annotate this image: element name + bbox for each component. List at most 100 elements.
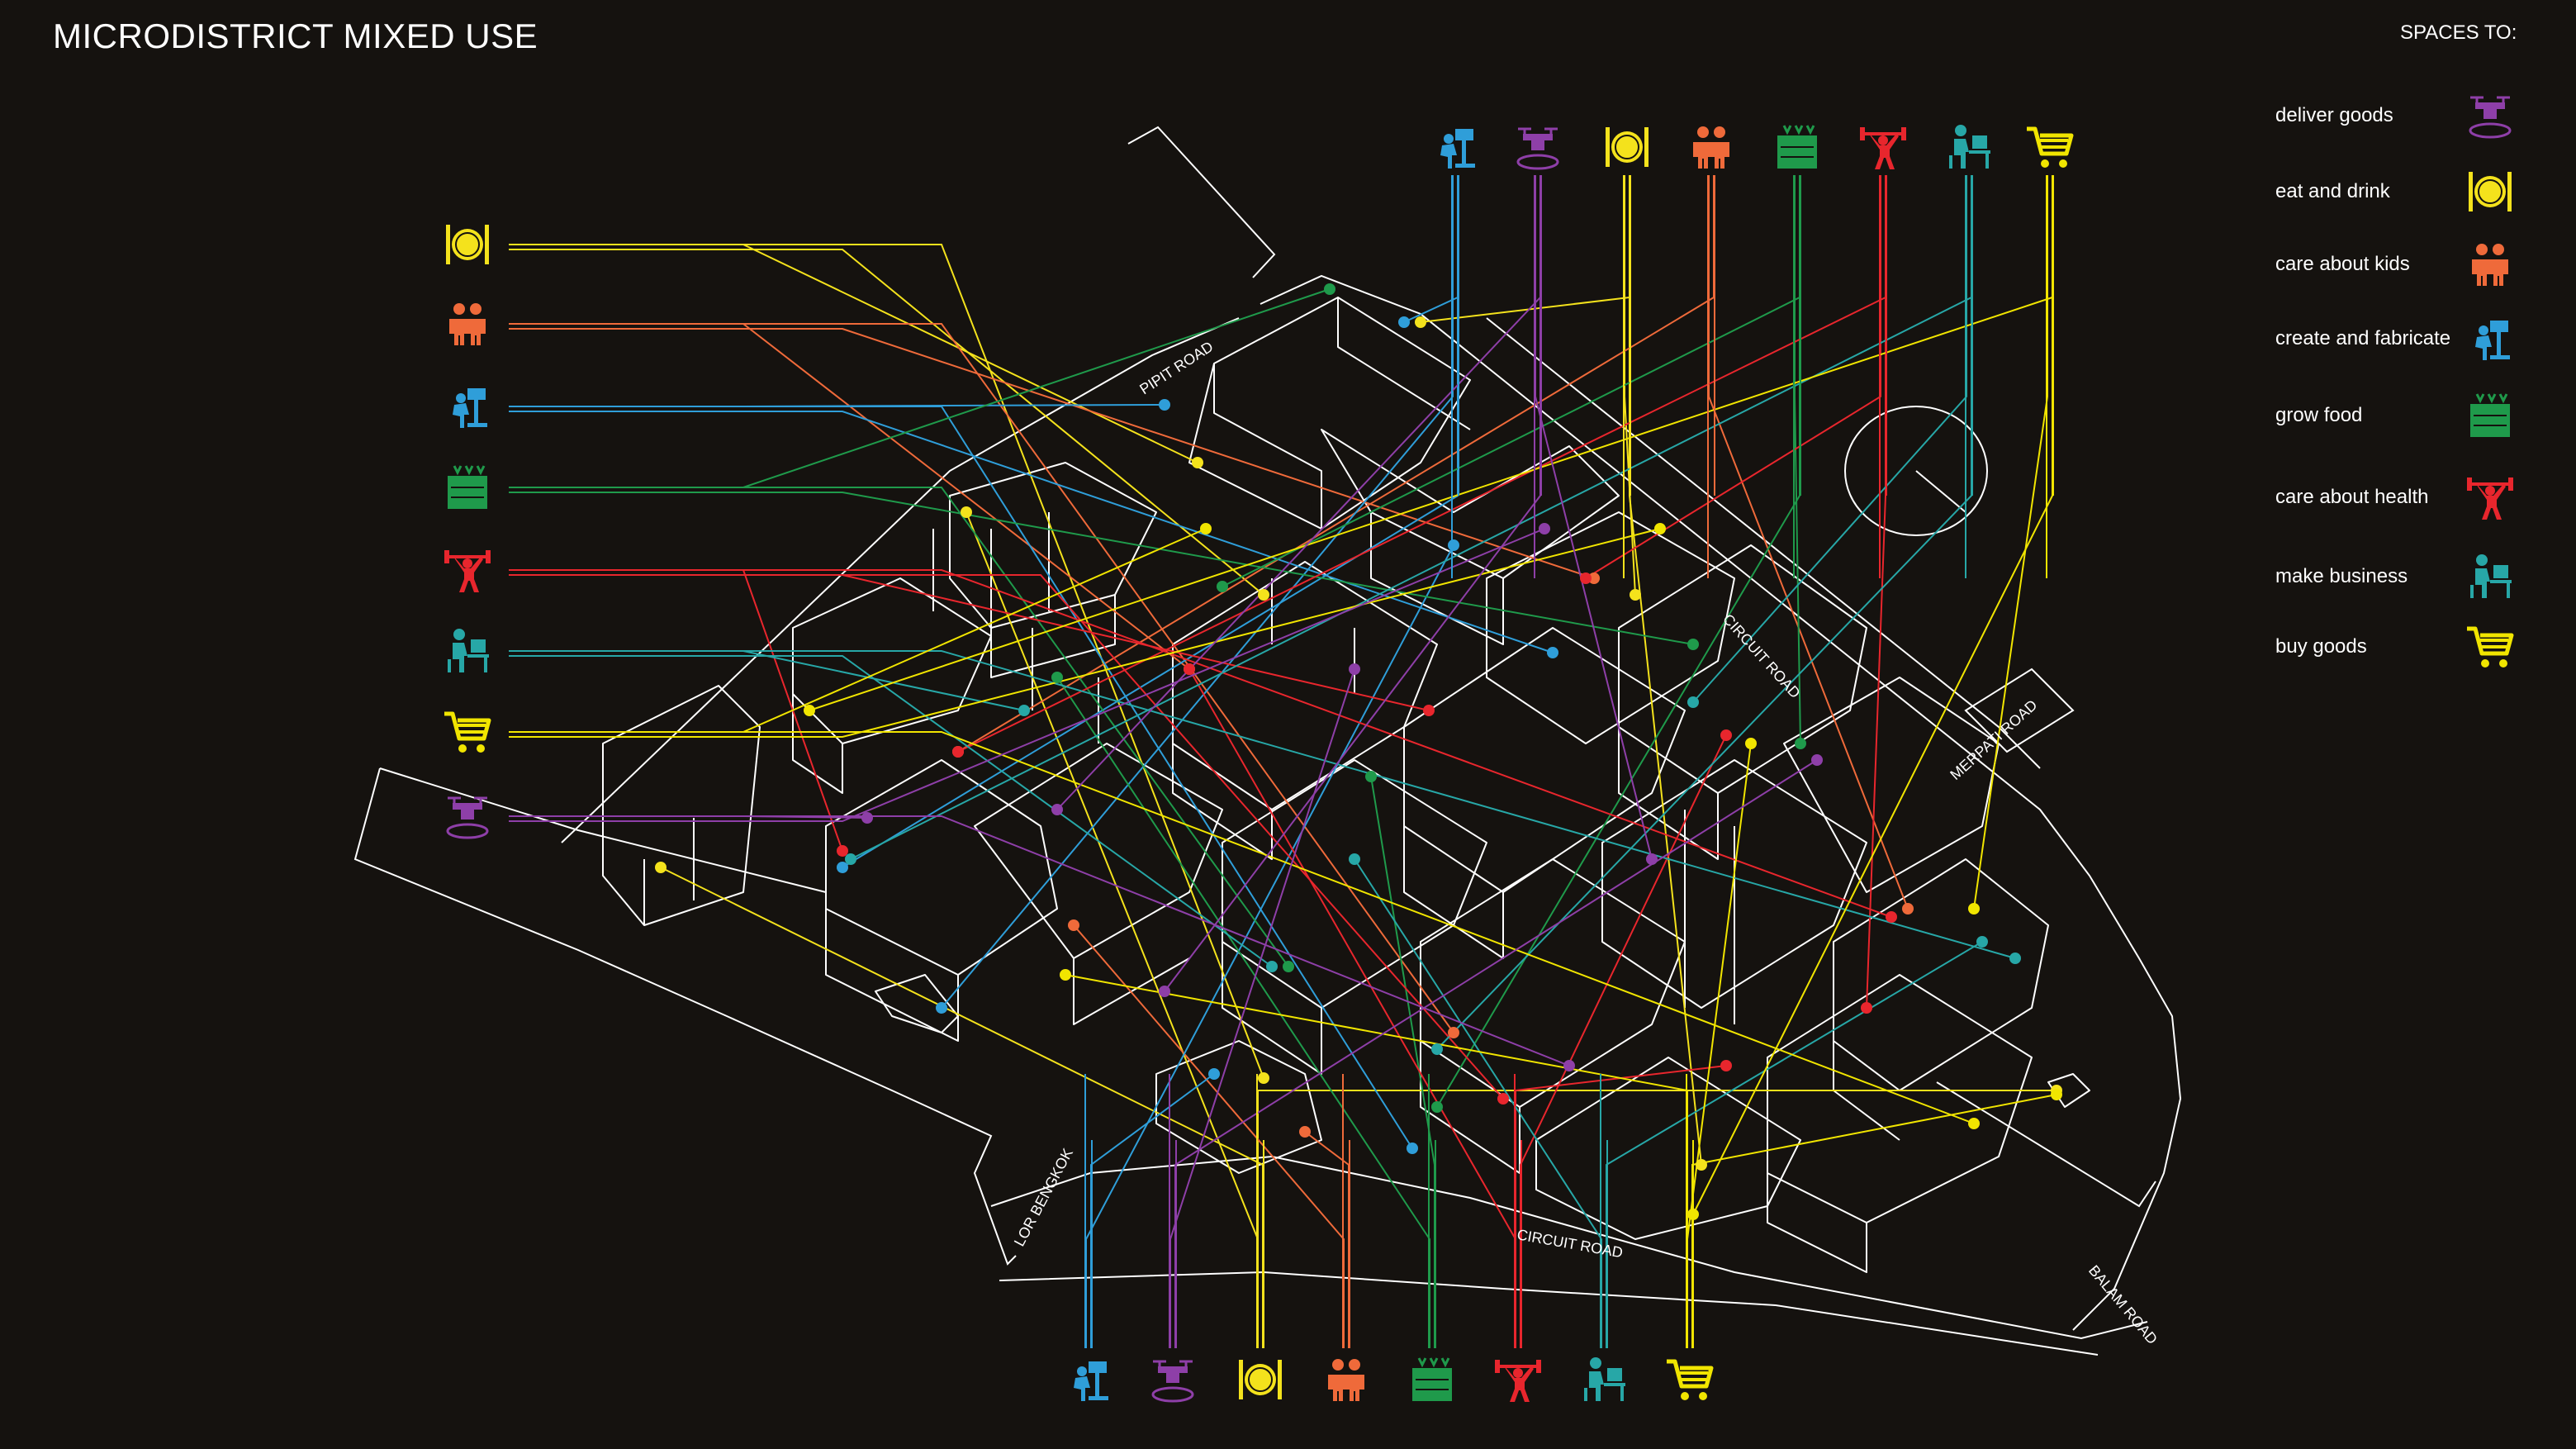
dot-health [952,746,964,758]
dot-business [2009,953,2021,964]
dot-buy [1200,523,1212,534]
dot-health [1720,729,1732,741]
building-massing [603,297,2090,1272]
dot-eat [1415,316,1426,328]
icon-row-bottom [1074,1357,1711,1402]
connection-lines [509,175,2057,1348]
dot-health [1497,1093,1509,1105]
dot-eat [961,506,972,518]
road-label-pipit: PIPIT ROAD [1136,338,1216,397]
dot-deliver [1349,663,1360,675]
bottom-maker-icon [1074,1361,1108,1401]
top-plate-icon [1606,127,1649,167]
dot-health [1720,1060,1732,1071]
top-desk-worker-icon [1949,125,1990,169]
dot-grow [1365,771,1377,782]
link-grow [509,492,1693,644]
dot-eat [1192,457,1203,468]
dot-grow [1431,1101,1443,1113]
legend: deliver goodseat and drinkcare about kid… [2275,0,2556,677]
desk-worker-icon [2465,552,2515,601]
link-kids [509,324,1454,1033]
link-buy [509,732,1974,1124]
legend-label-business: make business [2275,565,2408,588]
dot-business [1349,853,1360,865]
legend-label-grow: grow food [2275,404,2362,427]
dot-buy [1968,903,1980,915]
dot-health [1861,1002,1872,1014]
dot-buy [804,705,815,716]
dot-kids [1902,903,1914,915]
top-cart-icon [2027,129,2071,168]
link-deliver [509,816,1569,1066]
dot-grow [1051,672,1063,683]
dot-health [1184,663,1195,675]
dot-buy [1745,738,1757,749]
dot-create [1208,1068,1220,1080]
page-title: MICRODISTRICT MIXED USE [53,17,538,56]
dot-create [1547,647,1558,658]
dot-deliver [1646,853,1658,865]
left-kids-icon [449,303,486,345]
link-create [1404,175,1458,322]
dot-grow [1795,738,1806,749]
dot-business [1976,936,1988,948]
dot-eat [1696,1159,1707,1171]
dot-buy [1968,1118,1980,1129]
road-label-lor-bengkok: LOR BENGKOK [1011,1146,1076,1249]
dot-kids [1068,919,1079,931]
dot-deliver [1051,804,1063,815]
link-business [1354,859,1601,1348]
link-health [958,175,1886,752]
dot-create [1398,316,1410,328]
dot-eat [1258,1072,1269,1084]
dot-deliver [1811,754,1823,766]
bottom-cart-icon [1667,1361,1711,1400]
legend-label-buy: buy goods [2275,635,2367,658]
dot-health [1580,572,1592,584]
bottom-plant-icon [1412,1358,1452,1401]
dot-health [1423,705,1435,716]
bottom-desk-worker-icon [1584,1357,1625,1401]
link-buy [1974,175,2047,909]
dot-buy [2051,1089,2062,1100]
dot-deliver [861,812,873,824]
icon-column-left [444,225,491,838]
legend-label-kids: care about kids [2275,253,2410,276]
top-drone-icon [1518,129,1558,169]
top-maker-icon [1440,129,1475,169]
link-grow [1371,777,1435,1348]
link-eat [661,867,1263,1348]
left-cart-icon [444,714,489,753]
dot-kids [1448,1027,1459,1038]
dot-grow [1217,581,1228,592]
link-kids [1709,175,1908,909]
dot-grow [1283,961,1294,972]
dot-health [1886,911,1897,923]
link-health [509,575,1429,710]
link-eat [1258,1090,2057,1348]
top-weightlifter-icon [1860,127,1906,169]
left-drone-icon [448,798,487,838]
link-health [1189,669,1516,1348]
dot-health [837,845,848,857]
dot-create [837,862,848,873]
dot-business [1018,705,1030,716]
site-outline [355,127,2180,1355]
left-weightlifter-icon [444,550,491,592]
road-label-circuit-north: CIRCUIT ROAD [1720,610,1804,701]
bottom-weightlifter-icon [1495,1360,1541,1402]
dot-create [1448,539,1459,551]
plate-icon [2465,167,2515,216]
dot-business [1266,961,1278,972]
link-eat [509,245,1198,463]
bottom-plate-icon [1239,1360,1282,1399]
cart-icon [2465,622,2515,672]
dot-eat [1258,589,1269,601]
left-plate-icon [446,225,489,264]
dot-business [845,853,856,865]
legend-label-deliver: deliver goods [2275,104,2393,127]
link-buy [1693,175,2052,1214]
dot-deliver [1539,523,1550,534]
